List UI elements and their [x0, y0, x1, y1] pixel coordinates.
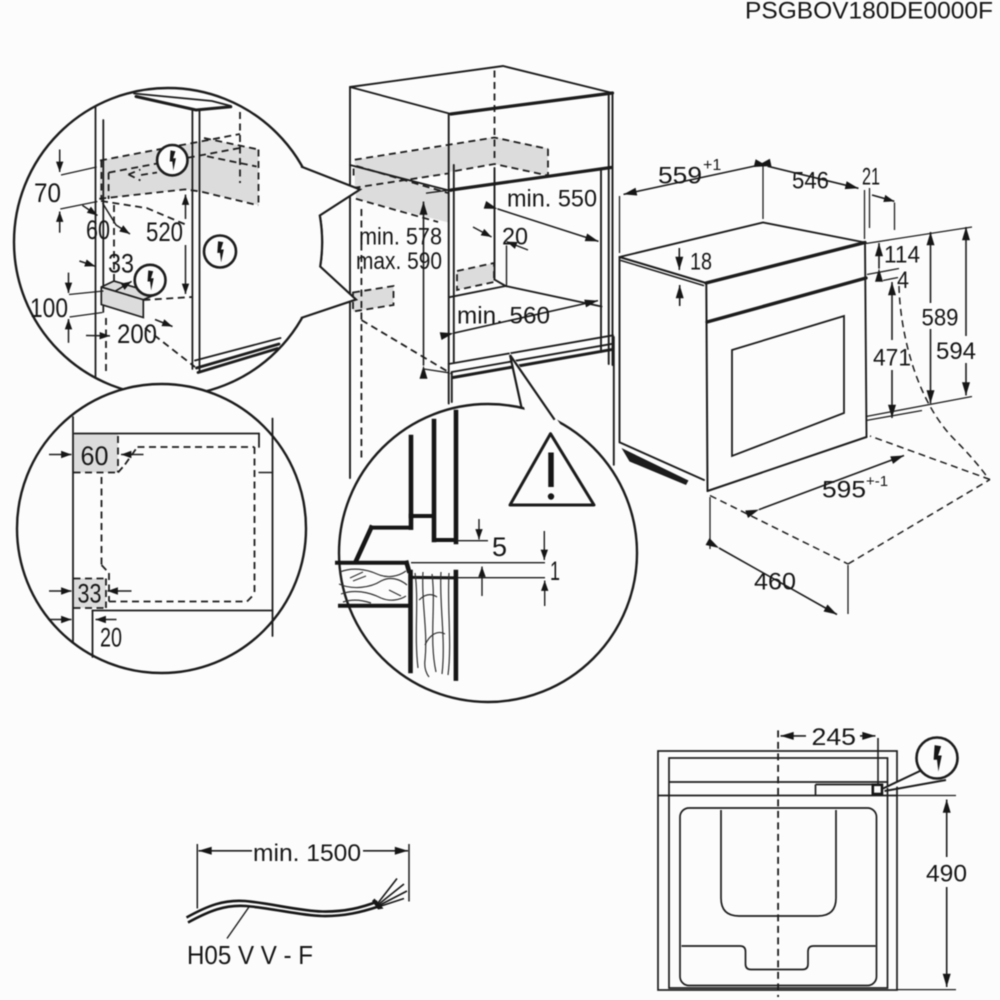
svg-text:33: 33 [108, 248, 134, 278]
svg-text:200: 200 [117, 319, 157, 349]
svg-text:33: 33 [78, 579, 102, 609]
svg-text:5: 5 [492, 532, 507, 562]
svg-text:4: 4 [897, 267, 909, 294]
svg-text:20: 20 [100, 623, 122, 653]
svg-text:594: 594 [936, 338, 976, 365]
svg-text:520: 520 [146, 217, 183, 247]
svg-text:60: 60 [81, 441, 109, 471]
svg-text:21: 21 [862, 164, 880, 191]
svg-text:70: 70 [34, 178, 61, 208]
svg-text:559: 559 [658, 163, 702, 190]
svg-text:min. 560: min. 560 [457, 303, 550, 330]
svg-text:20: 20 [502, 224, 528, 251]
svg-text:PSGBOV180DE0000F: PSGBOV180DE0000F [745, 0, 993, 25]
svg-text:60: 60 [86, 215, 110, 245]
svg-text:471: 471 [873, 345, 911, 372]
svg-text:546: 546 [792, 168, 829, 195]
svg-text:490: 490 [926, 861, 967, 888]
svg-text:100: 100 [30, 293, 68, 323]
svg-text:460: 460 [754, 569, 796, 596]
svg-text:+1: +1 [703, 157, 721, 174]
svg-text:min. 578: min. 578 [359, 224, 442, 251]
svg-text:min. 550: min. 550 [507, 186, 597, 213]
svg-text:114: 114 [884, 242, 920, 269]
svg-text:245: 245 [812, 724, 857, 751]
svg-text:min. 1500: min. 1500 [253, 840, 361, 867]
svg-text:max. 590: max. 590 [356, 248, 442, 275]
svg-text:18: 18 [690, 249, 712, 276]
svg-text:1: 1 [550, 556, 560, 586]
svg-text:589: 589 [922, 305, 959, 332]
svg-text:595: 595 [822, 477, 866, 504]
svg-text:H05 V V - F: H05 V V - F [187, 940, 313, 970]
svg-text:+-1: +-1 [866, 473, 888, 490]
